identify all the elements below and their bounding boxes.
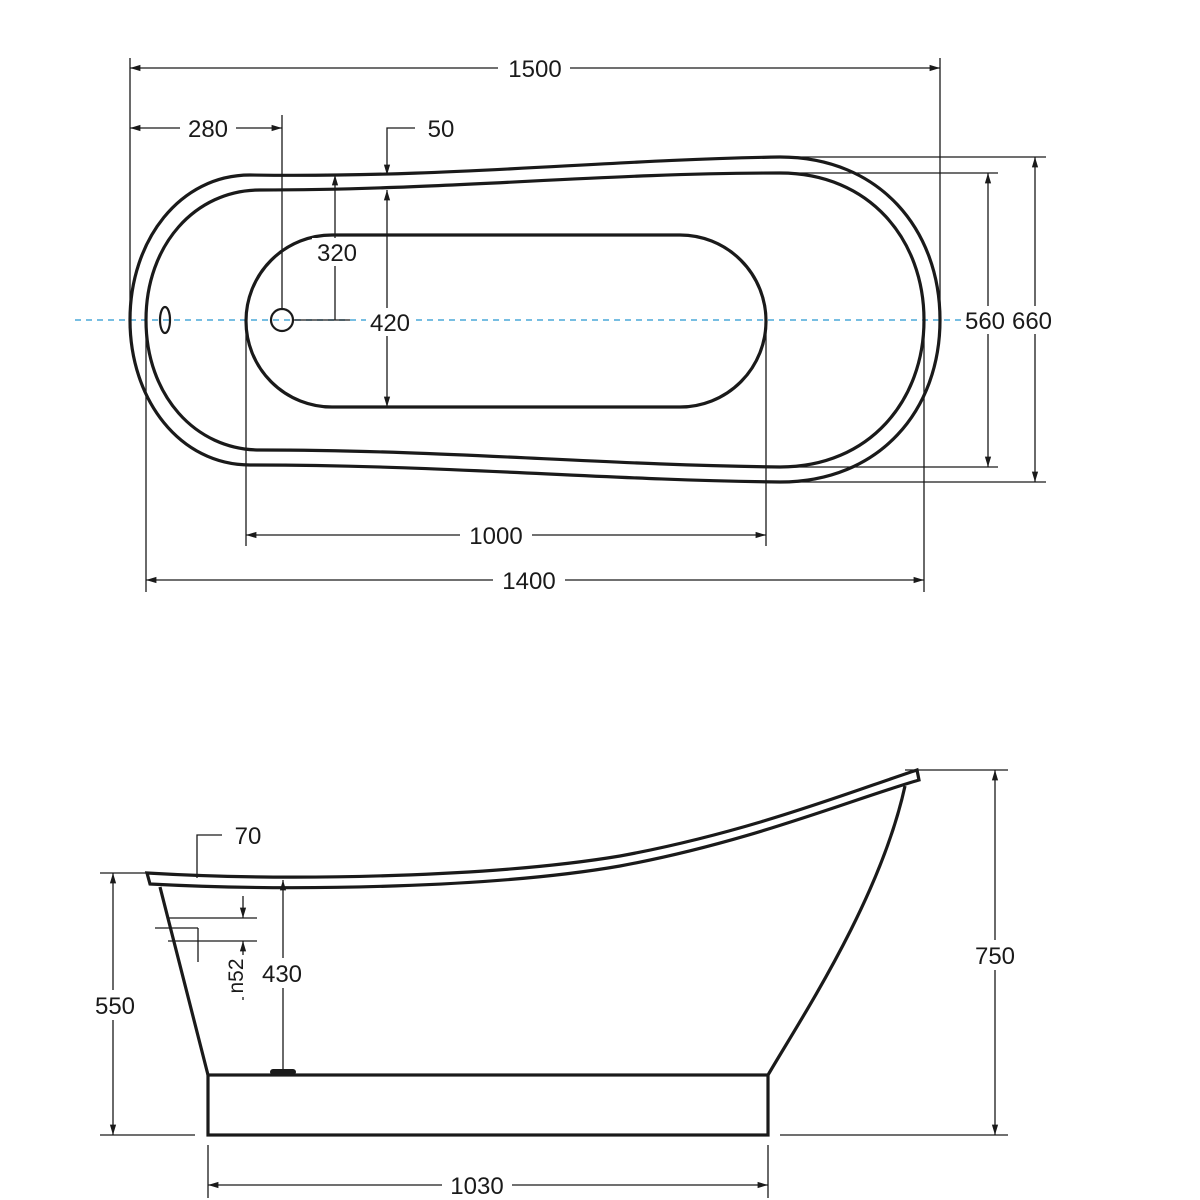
dimension-inner-length: 1400	[145, 320, 925, 595]
dimension-interior-depth: 430	[258, 880, 308, 1070]
dim-label: 1500	[508, 56, 561, 83]
dimension-low-end-height: 550	[90, 872, 195, 1136]
dimension-rim-thickness: 70	[196, 823, 262, 878]
dimension-basin-width: 420	[366, 190, 414, 407]
drain-icon	[269, 307, 295, 333]
dim-label: 430	[262, 961, 302, 988]
dimension-overflow: n52	[155, 896, 257, 1000]
tub-base	[206, 1073, 770, 1137]
dimension-drain-offset: 280	[130, 114, 283, 308]
dimension-overall-length: 1500	[129, 54, 941, 320]
dimension-overall-width: 660	[780, 156, 1056, 483]
dim-label: 1030	[450, 1173, 503, 1200]
dim-label: 320	[317, 240, 357, 267]
top-view: 1500 280 50 320 420	[75, 54, 1056, 595]
dim-label: 1000	[469, 523, 522, 550]
tub-body-profile	[158, 785, 907, 1076]
dim-label: 1400	[502, 568, 555, 595]
dimension-basin-length: 1000	[245, 320, 767, 550]
dimension-drain-to-rim: 320	[312, 175, 362, 320]
dim-label: 280	[188, 116, 228, 143]
overflow-icon	[158, 305, 172, 335]
dim-label: 560	[965, 308, 1005, 335]
dimension-base-length: 1030	[207, 1145, 769, 1200]
drain-outlet	[270, 1069, 296, 1075]
dim-label: 750	[975, 943, 1015, 970]
dim-label: 550	[95, 993, 135, 1020]
dim-label: 50	[428, 116, 455, 143]
dim-label: 420	[370, 310, 410, 337]
dim-label: 660	[1012, 308, 1052, 335]
dimension-inner-width: 560	[780, 172, 1008, 468]
dimension-high-end-height: 750	[780, 769, 1020, 1136]
dim-label: n52	[225, 958, 248, 993]
tub-rim-profile	[144, 767, 921, 890]
dim-label: 70	[235, 823, 262, 850]
dimension-rim-width: 50	[383, 116, 455, 175]
side-view: 70 n52 430 550	[90, 767, 1020, 1200]
